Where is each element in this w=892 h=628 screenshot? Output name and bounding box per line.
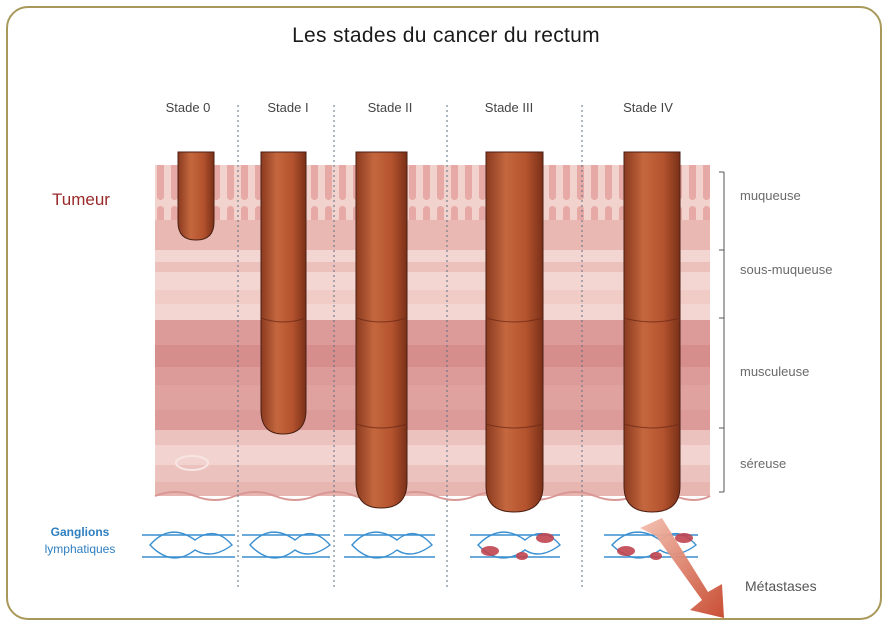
layer-label-mucosa: muqueuse (740, 188, 801, 203)
lymph-label-line-2: lymphatiques (20, 541, 140, 558)
layer-bracket (719, 172, 724, 492)
layer-label-submucosa: sous-muqueuse (740, 262, 833, 277)
tumour-stage-2 (356, 152, 407, 508)
tumour-stage-3 (486, 152, 543, 512)
tumour-stage-4 (624, 152, 680, 512)
lymph-label-line-1: Ganglions (20, 524, 140, 541)
tumour-stage-0 (178, 152, 214, 240)
lymph-nodes-label: Ganglions lymphatiques (20, 524, 140, 558)
lymph-nodes (142, 532, 698, 558)
tumour-stage-1 (261, 152, 306, 434)
metastases-label: Métastases (745, 578, 817, 594)
metastasis-arrow (640, 518, 724, 618)
layer-label-serosa: séreuse (740, 456, 786, 471)
layer-label-muscularis: musculeuse (740, 364, 809, 379)
